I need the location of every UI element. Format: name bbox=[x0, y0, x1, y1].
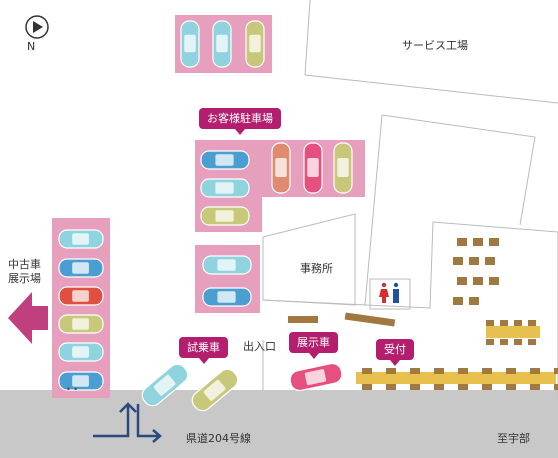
office-label: 事務所 bbox=[300, 262, 333, 275]
car-icon bbox=[333, 142, 353, 194]
table-seat bbox=[458, 368, 468, 374]
table-seat bbox=[457, 238, 467, 246]
restroom-icon bbox=[379, 282, 399, 303]
table-seat bbox=[410, 368, 420, 374]
showroom-tables bbox=[356, 238, 558, 390]
service-factory-outline bbox=[304, 0, 558, 104]
car-icon bbox=[180, 20, 200, 68]
car-icon bbox=[58, 314, 104, 334]
table-seat bbox=[434, 368, 444, 374]
table-seat bbox=[530, 384, 540, 390]
car-icon bbox=[58, 286, 104, 306]
compass-label: N bbox=[27, 40, 36, 53]
car-icon bbox=[245, 20, 265, 68]
table-seat bbox=[469, 297, 479, 305]
car-icon bbox=[58, 229, 104, 249]
road-band bbox=[0, 390, 558, 458]
table-seat bbox=[473, 277, 483, 285]
table-seat bbox=[506, 368, 516, 374]
table-seat bbox=[434, 384, 444, 390]
car-icons bbox=[58, 20, 353, 412]
table-seat bbox=[386, 368, 396, 374]
table-seat bbox=[362, 384, 372, 390]
table-seat bbox=[458, 384, 468, 390]
restroom-box bbox=[369, 278, 411, 310]
car-icon bbox=[303, 142, 323, 194]
north-arrow-icon bbox=[25, 15, 49, 39]
table-seat bbox=[473, 238, 483, 246]
table-seat bbox=[386, 384, 396, 390]
car-icon bbox=[58, 371, 104, 391]
entrance-marker: • • bbox=[66, 385, 78, 394]
table-seat bbox=[514, 339, 522, 345]
car-icon bbox=[58, 342, 104, 362]
entrance-label: 出入口 bbox=[243, 340, 276, 353]
table-seat bbox=[506, 384, 516, 390]
table-seat bbox=[514, 320, 522, 326]
road-name-label: 県道204号線 bbox=[186, 432, 251, 445]
route-arrow-icon bbox=[93, 402, 162, 443]
used-car-lot-label: 中古車 展示場 bbox=[8, 258, 41, 286]
car-icon bbox=[202, 287, 252, 307]
factory-east-block bbox=[381, 114, 536, 226]
test-drive-tag: 試乗車 bbox=[179, 337, 228, 365]
car-icon bbox=[271, 142, 291, 194]
car-icon bbox=[200, 206, 250, 226]
office-outline bbox=[262, 213, 356, 306]
car-icon bbox=[191, 368, 239, 412]
table-seat bbox=[530, 368, 540, 374]
table-seat bbox=[489, 277, 499, 285]
table-seat bbox=[453, 297, 463, 305]
car-icon bbox=[289, 362, 343, 392]
customer-parking-tag: お客様駐車場 bbox=[199, 108, 281, 136]
service-factory-label: サービス工場 bbox=[402, 39, 468, 52]
table-seat bbox=[528, 339, 536, 345]
counter-1 bbox=[288, 316, 318, 323]
car-icon bbox=[200, 150, 250, 170]
road-direction-label: 至宇部 bbox=[497, 432, 530, 445]
table-seat bbox=[485, 257, 495, 265]
reception-tag: 受付 bbox=[376, 339, 414, 367]
table-seat bbox=[486, 339, 494, 345]
table-seat bbox=[554, 368, 558, 374]
car-icon bbox=[202, 255, 252, 275]
table-seat bbox=[482, 384, 492, 390]
table-seat bbox=[486, 326, 540, 338]
table-seat bbox=[554, 384, 558, 390]
table-seat bbox=[457, 277, 467, 285]
counter-2 bbox=[344, 312, 396, 327]
table-seat bbox=[500, 339, 508, 345]
table-seat bbox=[482, 368, 492, 374]
table-seat bbox=[356, 372, 556, 384]
table-seat bbox=[362, 368, 372, 374]
table-seat bbox=[410, 384, 420, 390]
arrow-left-icon bbox=[8, 292, 48, 344]
car-icon bbox=[200, 178, 250, 198]
display-car-tag: 展示車 bbox=[289, 332, 338, 360]
table-seat bbox=[453, 257, 463, 265]
used-car-lot-label-line2: 展示場 bbox=[8, 271, 41, 285]
used-car-lot-label-line1: 中古車 bbox=[8, 258, 41, 271]
car-icon bbox=[58, 258, 104, 278]
car-icon bbox=[141, 363, 189, 407]
table-seat bbox=[528, 320, 536, 326]
table-seat bbox=[489, 238, 499, 246]
table-seat bbox=[500, 320, 508, 326]
car-icon bbox=[212, 20, 232, 68]
table-seat bbox=[486, 320, 494, 326]
factory-west-wall bbox=[364, 114, 383, 306]
table-seat bbox=[469, 257, 479, 265]
showroom-outline bbox=[262, 221, 558, 400]
